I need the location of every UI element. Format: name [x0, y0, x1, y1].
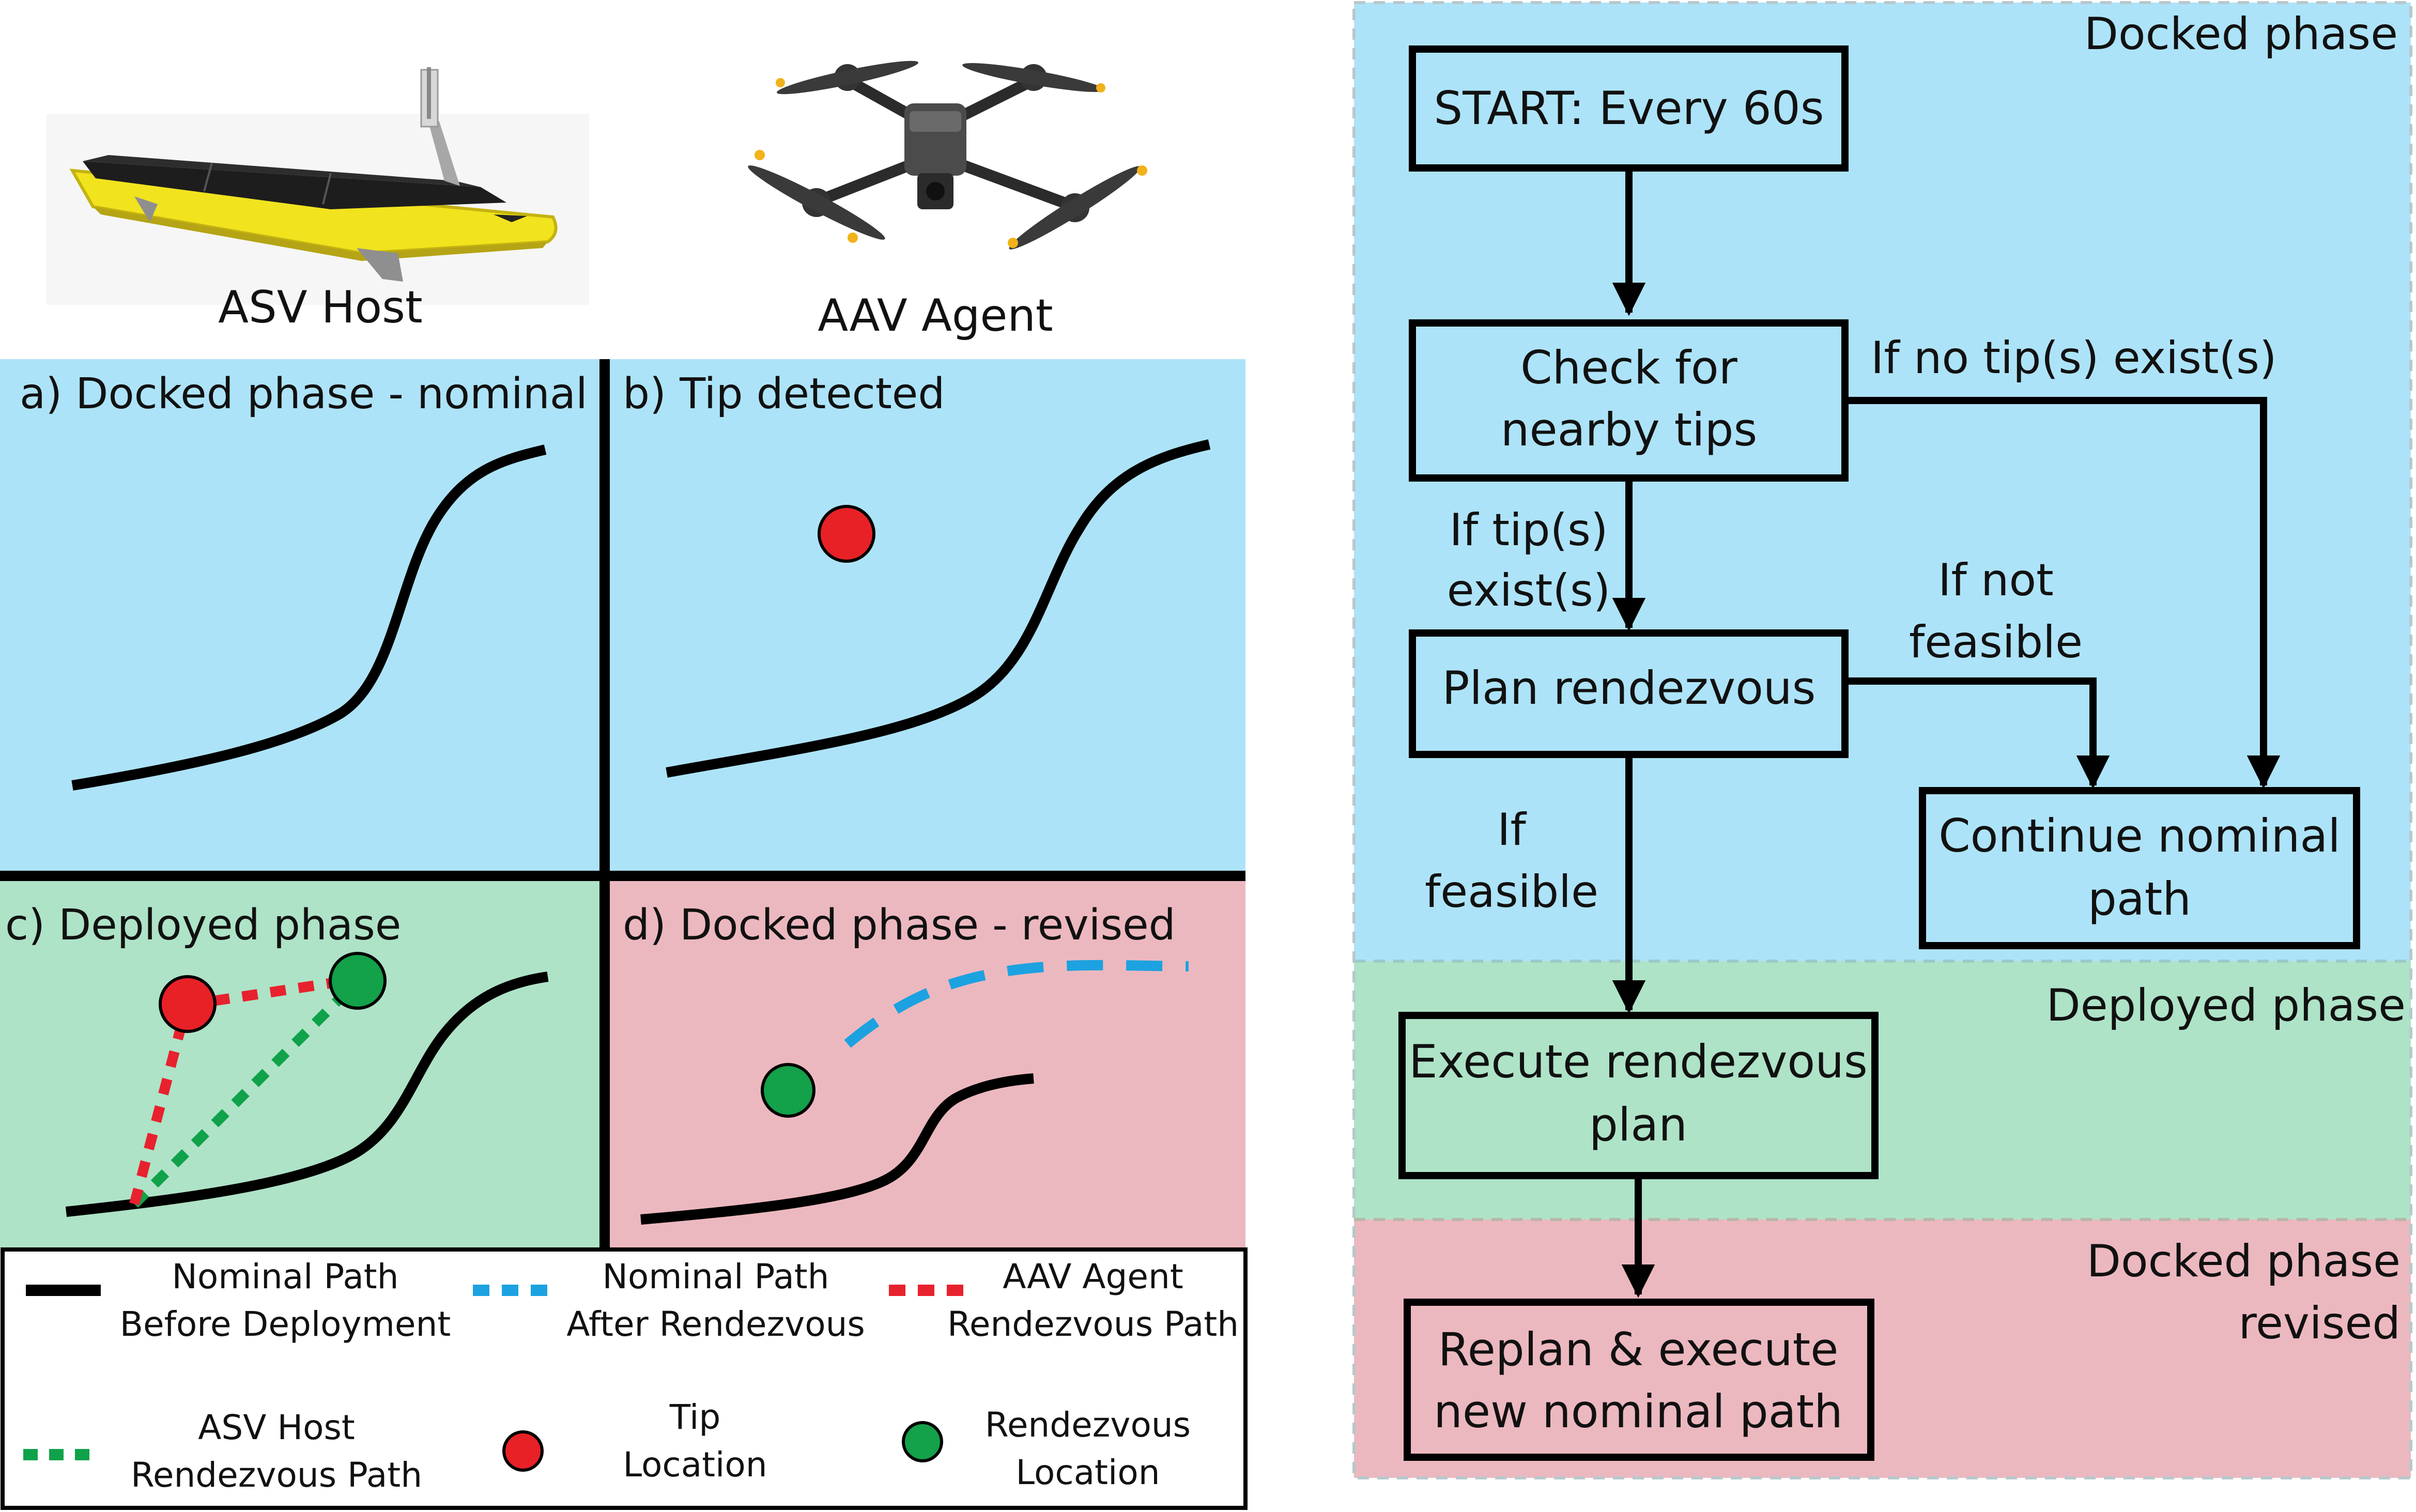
start-box: [1409, 45, 1849, 172]
check-box-line1: Check for: [1520, 341, 1737, 394]
legend-nominal-after-line2: After Rendezvous: [566, 1304, 865, 1344]
panel-a-title: a) Docked phase - nominal: [20, 369, 588, 419]
asv-host-illustration: [47, 67, 589, 305]
docked-revised-label-line1: Docked phase: [2087, 1236, 2400, 1287]
phase-frame: [1352, 1, 2412, 1479]
legend-tip-swatch: [502, 1430, 544, 1472]
panel-c-rendezvous-marker: [329, 952, 387, 1010]
legend-asv-path-line1: ASV Host: [198, 1408, 355, 1447]
panel-a-background: [0, 359, 605, 876]
execute-box: [1398, 1012, 1879, 1179]
arrow-check-to-continue: [1845, 397, 2281, 789]
panel-c-nominal-path: [65, 971, 549, 1217]
panel-d-revised-path: [844, 960, 1189, 1048]
panel-c-asv-rendezvous-path: [130, 978, 361, 1208]
replan-box-line1: Replan & execute: [1438, 1323, 1839, 1376]
panel-b-title: b) Tip detected: [623, 369, 945, 419]
docked-revised-label-line2: revised: [2239, 1298, 2400, 1349]
deployed-phase-label: Deployed phase: [2046, 980, 2406, 1031]
panel-d-nominal-path: [640, 1073, 1034, 1225]
edge-label-tip-exists-line1: If tip(s): [1449, 504, 1608, 556]
panel-c-title: c) Deployed phase: [5, 901, 401, 950]
panel-d-title: d) Docked phase - revised: [623, 901, 1176, 950]
continue-box-line1: Continue nominal: [1938, 809, 2341, 862]
panel-b-tip-marker: [818, 505, 875, 563]
legend-tip-line1: Tip: [669, 1397, 721, 1437]
plan-box-label: Plan rendezvous: [1442, 661, 1815, 715]
edge-label-not-feasible-line1: If not: [1938, 554, 2054, 606]
legend-nominal-after-line1: Nominal Path: [603, 1257, 829, 1297]
edge-label-feasible-line2: feasible: [1425, 866, 1598, 918]
panel-c-tip-marker: [159, 975, 217, 1033]
start-box-label: START: Every 60s: [1434, 82, 1824, 135]
replan-box-line2: new nominal path: [1434, 1385, 1843, 1438]
legend-box: [1, 1247, 1248, 1510]
panel-d-rendezvous-marker: [761, 1063, 815, 1118]
edge-label-not-feasible-line2: feasible: [1909, 616, 2083, 668]
legend-asv-path-line2: Rendezvous Path: [131, 1455, 422, 1495]
asv-host-label: ASV Host: [218, 282, 422, 333]
legend-rendezvous-line2: Location: [1015, 1453, 1160, 1492]
check-box-line2: nearby tips: [1501, 403, 1758, 456]
check-box: [1409, 319, 1849, 482]
legend-nominal-before-line1: Nominal Path: [172, 1257, 399, 1297]
continue-box: [1919, 787, 2360, 949]
legend-aav-path-line2: Rendezvous Path: [947, 1304, 1239, 1344]
aav-agent-label: AAV Agent: [818, 290, 1053, 342]
panel-d-background: [605, 876, 1245, 1248]
panel-b-nominal-path: [666, 439, 1211, 778]
legend-nominal-before-line2: Before Deployment: [120, 1304, 451, 1344]
docked-phase-label: Docked phase: [2084, 8, 2398, 60]
aav-agent-illustration: [748, 60, 1147, 250]
legend-tip-line2: Location: [623, 1445, 767, 1485]
legend-rendezvous-swatch: [902, 1421, 943, 1462]
execute-box-line2: plan: [1589, 1098, 1687, 1151]
panel-b-background: [605, 359, 1245, 876]
legend-rendezvous-line1: Rendezvous: [985, 1405, 1191, 1445]
edge-label-no-tip: If no tip(s) exist(s): [1871, 332, 2277, 384]
continue-box-line2: path: [2088, 872, 2191, 925]
edge-label-tip-exists-line2: exist(s): [1447, 565, 1611, 616]
edge-label-feasible-line1: If: [1497, 804, 1527, 856]
flow-arrows: [1612, 168, 2281, 1298]
replan-box: [1404, 1299, 1874, 1461]
execute-box-line1: Execute rendezvous: [1409, 1035, 1868, 1088]
panel-c-aav-path-outbound: [129, 1006, 191, 1206]
panel-a-nominal-path: [71, 444, 547, 791]
plan-box: [1409, 629, 1849, 758]
panel-c-background: [0, 876, 605, 1248]
arrow-plan-to-continue: [1845, 677, 2110, 789]
legend-aav-path-line1: AAV Agent: [1003, 1257, 1183, 1297]
